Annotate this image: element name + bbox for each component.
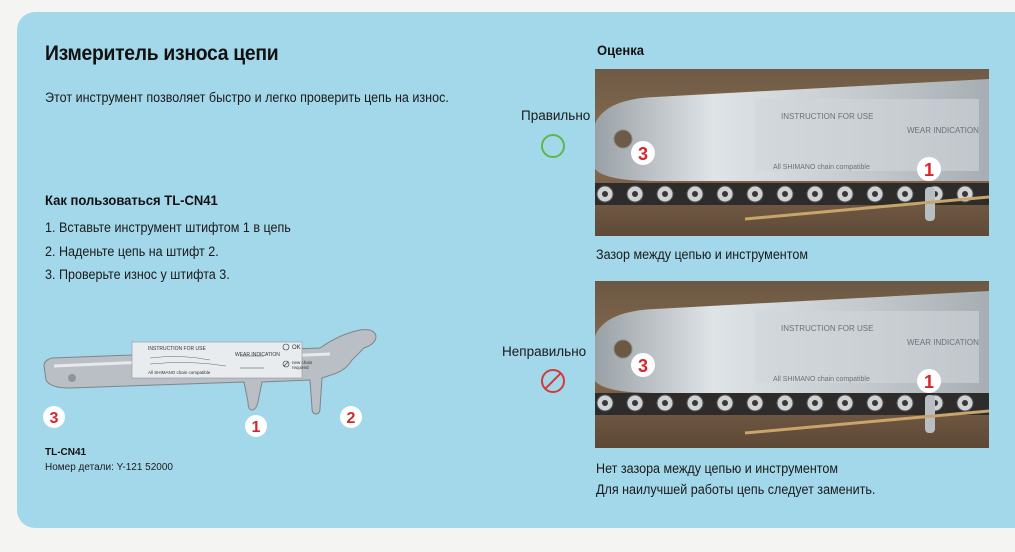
photo2-wear-text: WEAR INDICATION <box>907 338 979 347</box>
pin-3-marker: 3 <box>50 410 59 427</box>
tool-new-chain-text: new chain <box>292 360 313 365</box>
tool-label <box>131 341 303 379</box>
wrong-caption-line-1: Нет зазора между цепью и инструментом <box>596 461 838 476</box>
steps-list: 1. Вставьте инструмент штифтом 1 в цепь … <box>45 216 291 287</box>
step-3: 3. Проверьте износ у штифта 3. <box>45 267 230 282</box>
correct-circle-icon <box>541 134 565 158</box>
evaluation-heading: Оценка <box>597 42 644 58</box>
chain-checker-tool-illustration: INSTRUCTION FOR USE WEAR INDICATION All … <box>43 329 377 437</box>
prohibited-icon <box>541 369 565 393</box>
wrong-caption-line-2: Для наилучшей работы цепь следует замени… <box>596 482 876 497</box>
tool-instruction-text: INSTRUCTION FOR USE <box>148 346 206 352</box>
step-2: 2. Наденьте цепь на штифт 2. <box>45 243 219 259</box>
tool-ok-text: OK <box>292 345 301 351</box>
photo2-instruction-text: INSTRUCTION FOR USE <box>781 324 873 333</box>
pin-1-marker: 1 <box>252 419 261 436</box>
photo1-instruction-text: INSTRUCTION FOR USE <box>781 112 873 121</box>
howto-heading: Как пользоваться TL-CN41 <box>45 192 218 208</box>
intro-text: Этот инструмент позволяет быстро и легко… <box>45 90 449 105</box>
photo1-marker-1: 1 <box>924 160 934 180</box>
pin-2-marker: 2 <box>347 410 356 427</box>
step-1: 1. Вставьте инструмент штифтом 1 в цепь <box>45 220 291 235</box>
wrong-label: Неправильно <box>502 344 587 359</box>
tool-model: TL-CN41 <box>45 447 87 458</box>
correct-label: Правильно <box>521 108 591 123</box>
correct-photo: INSTRUCTION FOR USE WEAR INDICATION All … <box>595 69 989 236</box>
photo2-compat-text: All SHIMANO chain compatible <box>773 376 870 383</box>
photo1-marker-3: 3 <box>638 144 648 164</box>
photo1-compat-text: All SHIMANO chain compatible <box>773 164 870 171</box>
tool-compat-text: All SHIMANO chain compatible <box>148 370 211 375</box>
photo1-wear-text: WEAR INDICATION <box>907 126 979 135</box>
tool-required-text: required <box>292 365 309 370</box>
correct-caption: Зазор между цепью и инструментом <box>596 247 808 262</box>
photo2-marker-3: 3 <box>638 356 648 376</box>
part-number: Номер детали: Y-121 52000 <box>45 462 173 473</box>
wrong-photo: INSTRUCTION FOR USE WEAR INDICATION All … <box>595 281 989 448</box>
page-title: Измеритель износа цепи <box>45 42 279 65</box>
tool-wear-text: WEAR INDICATION <box>235 352 280 358</box>
photo2-marker-1: 1 <box>924 372 934 392</box>
